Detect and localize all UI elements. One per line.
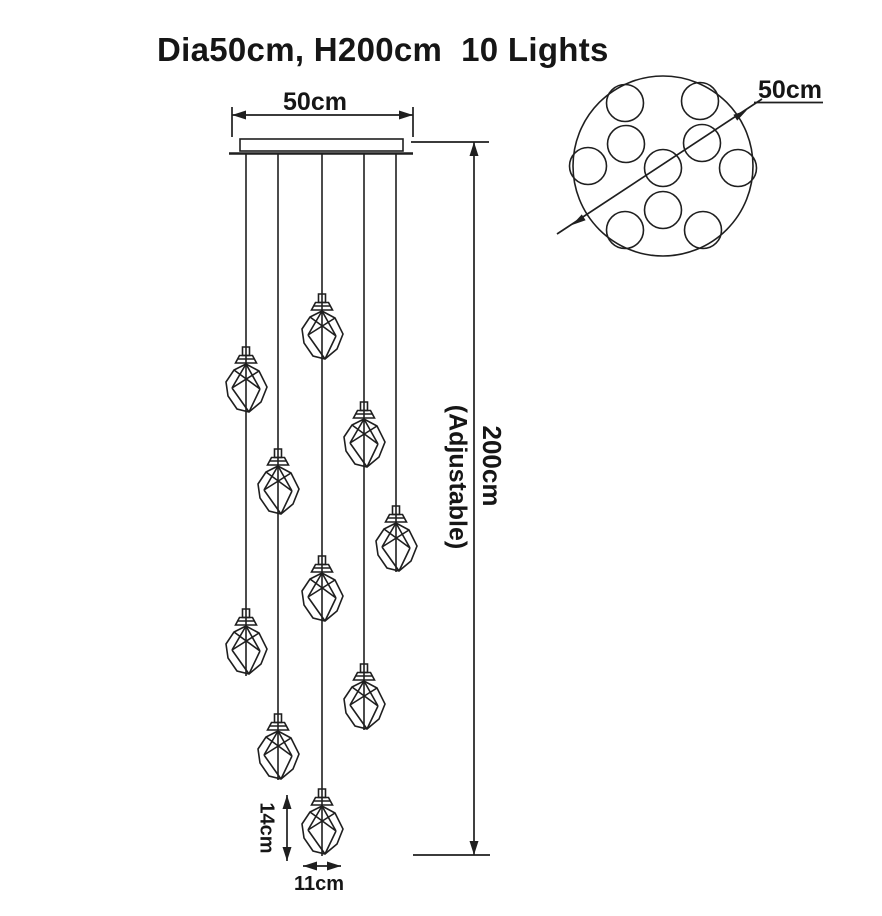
cords [245, 154, 397, 856]
shade-height-dimension: 14cm [256, 795, 292, 861]
top-view: 50cm [556, 75, 823, 257]
light-position [568, 146, 608, 186]
light-position [643, 190, 683, 230]
canopy-width-label: 50cm [283, 88, 347, 116]
ceiling-plate [239, 138, 404, 152]
light-position [643, 148, 683, 188]
drop-height-dimension: 200cm (Adjustable) [411, 141, 507, 856]
diameter-line [556, 98, 763, 235]
drop-height-label: 200cm [477, 426, 507, 507]
light-position [682, 123, 722, 163]
light-position [683, 210, 723, 250]
drop-height-note: (Adjustable) [443, 405, 471, 549]
shade-width-dimension: 11cm [294, 861, 344, 895]
light-position [606, 124, 646, 164]
shade-width-label: 11cm [294, 873, 344, 895]
light-position [680, 81, 720, 121]
diameter-label: 50cm [758, 76, 822, 104]
arrowhead [733, 110, 747, 121]
top-view-circles [568, 75, 758, 257]
canopy-width-dimension: 50cm [231, 88, 414, 137]
arrowhead [572, 214, 586, 225]
diameter-dimension: 50cm [556, 76, 823, 235]
canopy-outline [572, 75, 754, 257]
light-position [605, 210, 645, 250]
front-view: 50cm 200cm (Adjustable) 14cm [225, 88, 507, 895]
light-position [718, 148, 758, 188]
light-position [605, 83, 645, 123]
shade-height-label: 14cm [256, 802, 278, 853]
diagram-title: Dia50cm, H200cm 10 Lights [157, 31, 609, 68]
